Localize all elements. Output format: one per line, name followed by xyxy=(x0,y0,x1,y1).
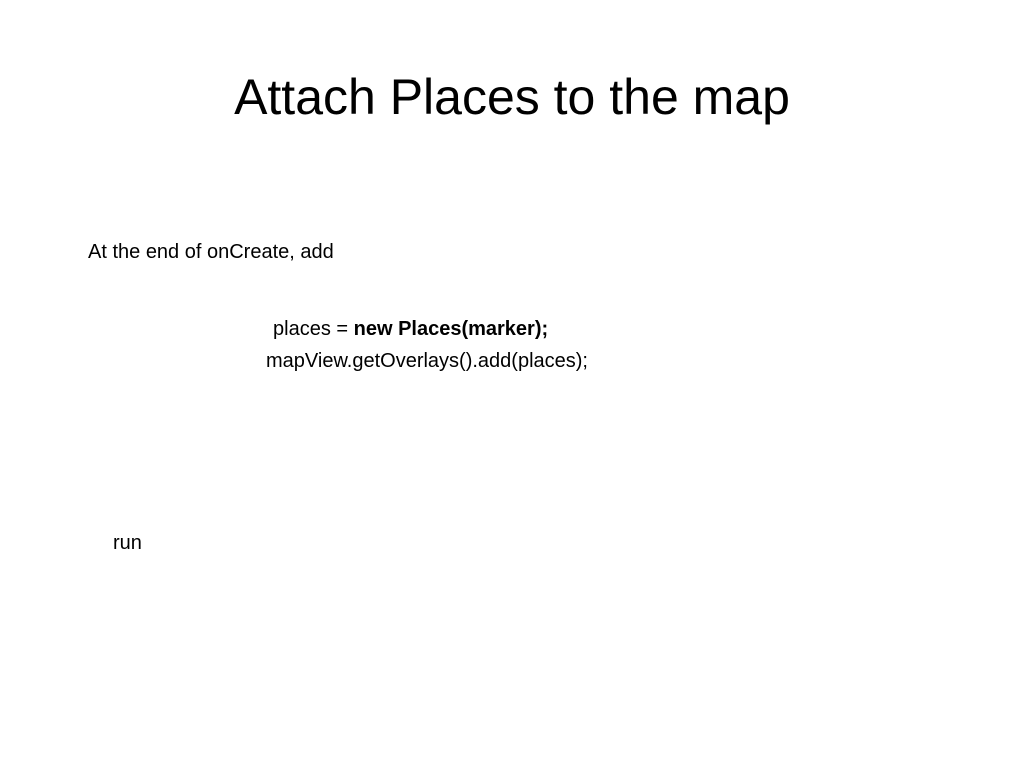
code-bold-new-places: new Places(marker); xyxy=(353,318,549,340)
code-line-add-overlay: mapView.getOverlays().add(places); xyxy=(266,350,588,372)
intro-text: At the end of onCreate, add xyxy=(88,241,334,263)
run-text: run xyxy=(113,532,142,554)
slide-title: Attach Places to the map xyxy=(234,69,790,125)
code-line-places-assignment: places = new Places(marker); xyxy=(273,316,548,342)
code-prefix: places = xyxy=(273,318,354,340)
